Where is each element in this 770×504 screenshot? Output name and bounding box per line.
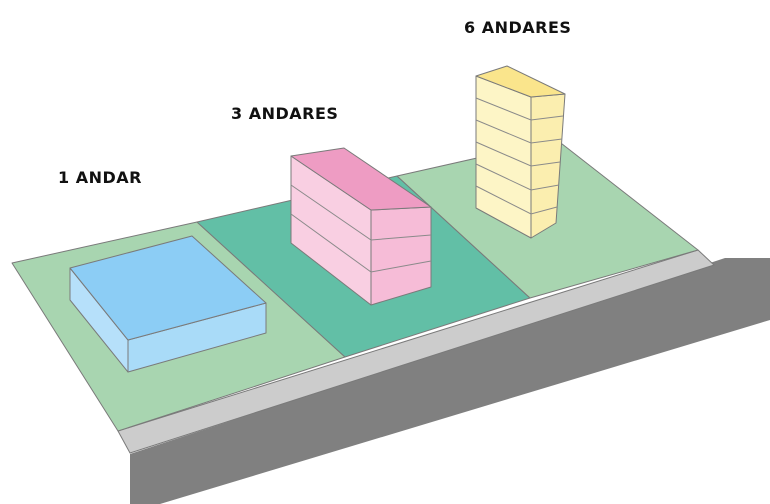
label-one-floor: 1 ANDAR	[58, 168, 142, 187]
building-three-floors	[290, 147, 432, 306]
label-three-floors: 3 ANDARES	[231, 104, 339, 123]
road	[130, 258, 770, 504]
label-six-floors: 6 ANDARES	[464, 18, 572, 37]
building-six-floors	[475, 65, 566, 239]
building-one-floor	[69, 235, 267, 373]
sidewalk	[117, 249, 715, 454]
